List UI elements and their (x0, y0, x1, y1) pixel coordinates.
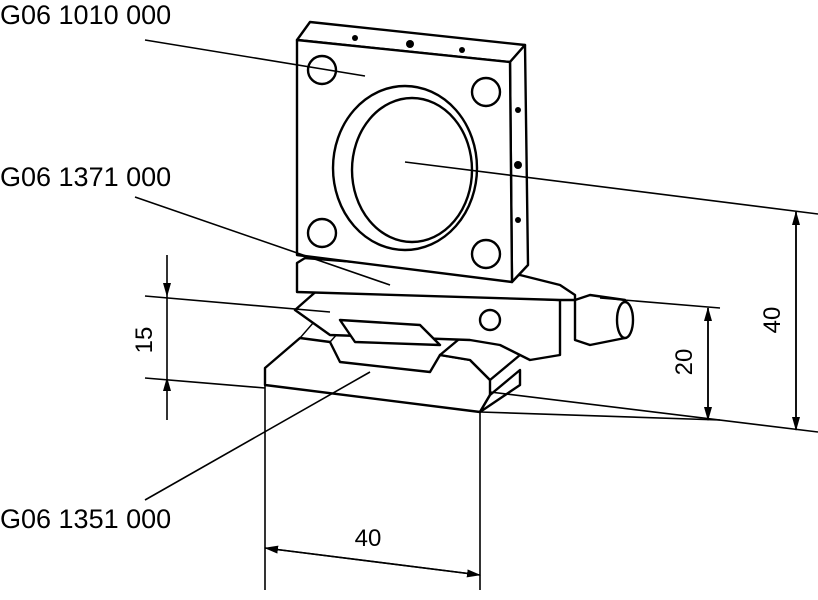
extension-lines (144, 161, 818, 590)
slide-carriage (293, 256, 635, 362)
dimension-15: 15 (131, 255, 171, 420)
dimension-20-label: 20 (671, 349, 698, 376)
leader-line-mount (144, 39, 366, 77)
base-rail (263, 314, 522, 414)
dimension-40-height-label: 40 (759, 307, 786, 334)
part-label-mount: G06 1010 000 (0, 0, 171, 30)
dimension-40-width-label: 40 (355, 525, 382, 552)
dimension-20: 20 (671, 307, 712, 421)
dimension-40-height: 40 (759, 211, 800, 431)
mirror-mount (295, 20, 530, 284)
leader-line-slide (134, 196, 391, 286)
leader-line-rail (144, 371, 371, 501)
dimension-15-label: 15 (131, 327, 158, 354)
part-label-rail: G06 1351 000 (0, 504, 171, 534)
part-label-slide: G06 1371 000 (0, 162, 171, 192)
dimension-40-width: 40 (264, 525, 481, 578)
